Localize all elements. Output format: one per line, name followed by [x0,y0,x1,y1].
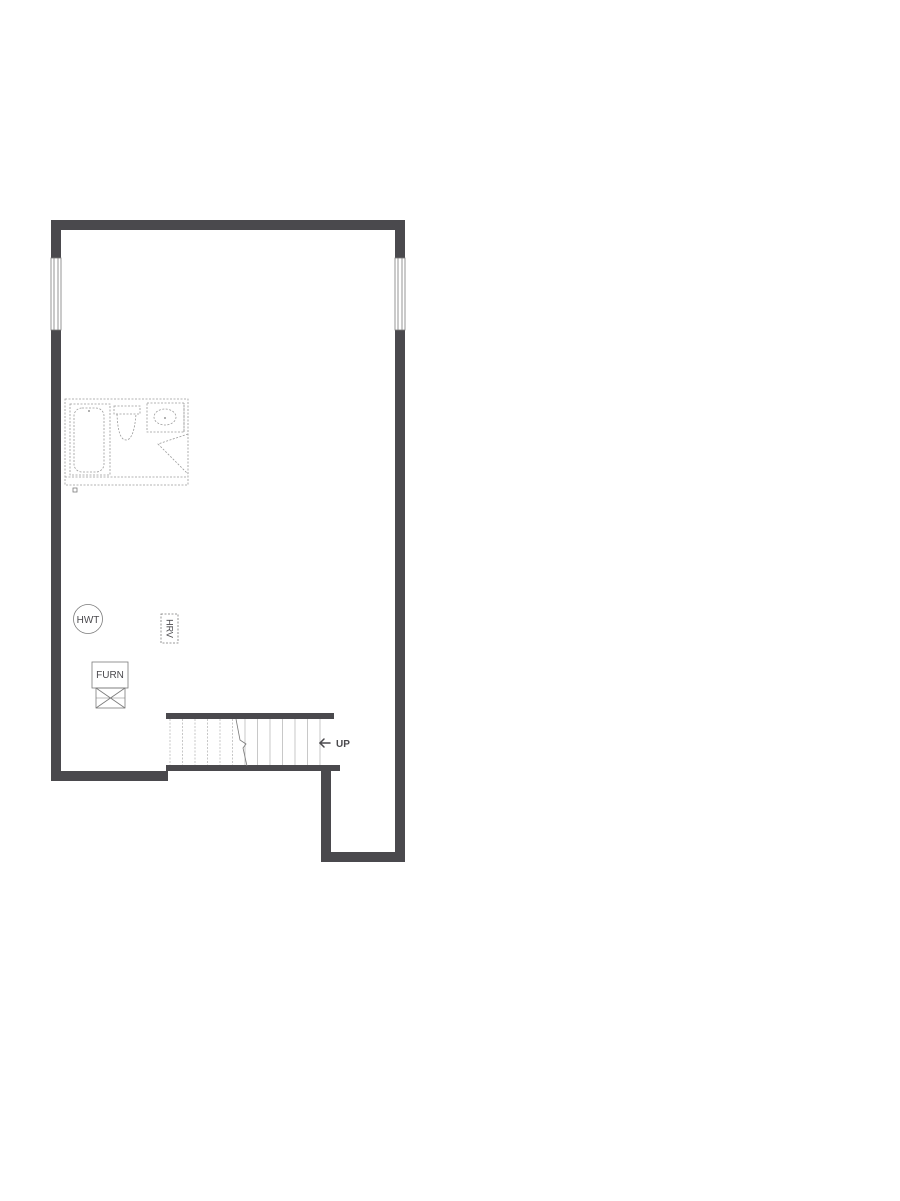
wall-right-lower [395,330,405,862]
arrow-left-icon [318,738,331,748]
bathtub [69,403,111,476]
vanity-sink [153,408,177,426]
bathtub-basin [73,407,105,473]
stair-wall-bottom [166,765,340,771]
furnace: FURN [91,661,129,709]
stair-wall-top [166,713,334,719]
hot-water-tank: HWT [73,604,103,634]
wall-top [51,220,405,230]
wall-notch-vertical [321,771,331,862]
hrv-unit: HRV [160,613,179,644]
fixture-details [88,410,166,419]
hwt-label: HWT [77,615,100,626]
window-right [394,257,406,331]
bathroom-outline [64,398,189,486]
stair-break-line [235,718,248,767]
hrv-label: HRV [165,619,175,638]
wall-bottom-left [51,771,168,781]
stair-up-label: UP [336,739,350,750]
window-left [50,257,62,331]
toilet-tank [113,405,141,415]
exterior-walls [51,220,405,862]
bathroom-rough-in [64,398,189,486]
toilet-bowl [116,413,137,441]
bathroom-angled-wall [157,433,189,475]
wall-right-upper [395,220,405,258]
floor-drain-icon [72,487,78,493]
furnace-label: FURN [96,670,124,681]
wall-left-lower [51,330,61,781]
staircase: UP [169,718,350,767]
wall-left-upper [51,220,61,258]
vanity [146,402,185,433]
wall-notch-bottom [321,852,405,862]
